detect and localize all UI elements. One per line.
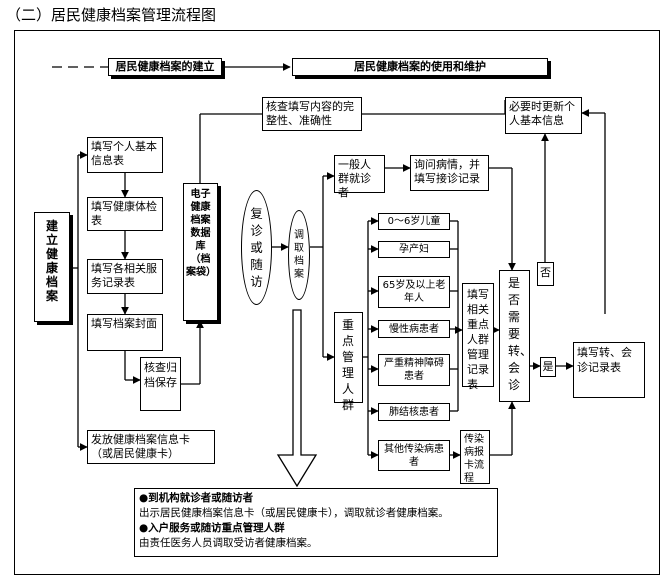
- update-info-box: 必要时更新个人基本信息: [505, 97, 582, 134]
- inquire-record-box: 询问病情，并填写接诊记录: [410, 155, 489, 191]
- diagram-frame: [14, 30, 660, 575]
- issue-card-box: 发放健康档案信息卡（或居民健康卡）: [87, 430, 215, 464]
- fill-service-record-box: 填写各相关服务记录表: [87, 259, 163, 294]
- fill-health-exam-box: 填写健康体检表: [87, 197, 163, 231]
- no-label: 否: [537, 262, 554, 286]
- bullet-icon: ●: [139, 492, 149, 504]
- note-item-1-text: 出示居民健康档案信息卡（或居民健康卡），调取就诊者健康档案。: [139, 507, 449, 519]
- group-maternal: 孕产妇: [378, 241, 450, 258]
- bullet-icon: ●: [139, 522, 149, 534]
- need-referral-box: 是否需要转、会诊: [499, 270, 532, 402]
- check-archive-box: 核查归档保存: [140, 357, 181, 411]
- fill-referral-record-box: 填写转、会诊记录表: [573, 342, 645, 398]
- group-other-infectious: 其他传染病患者: [378, 440, 450, 471]
- yes-label: 是: [540, 357, 556, 377]
- retrieve-oval: 调取档案: [288, 210, 310, 300]
- revisit-oval: 复诊或随访: [241, 190, 272, 305]
- general-patient-box: 一般人群就诊者: [334, 155, 385, 199]
- note-item-2-text: 由责任医务人员调取受访者健康档案。: [139, 537, 318, 549]
- key-management-box: 重点管理人群: [334, 312, 363, 412]
- group-elderly: 65岁及以上老年人: [378, 276, 450, 308]
- note-item-2: ●入户服务或随访重点管理人群: [139, 522, 285, 534]
- fill-basic-info-box: 填写个人基本信息表: [87, 137, 163, 173]
- infectious-report-box: 传染病报卡流程: [460, 430, 490, 484]
- notes-box: ●到机构就诊者或随访者 出示居民健康档案信息卡（或居民健康卡），调取就诊者健康档…: [134, 488, 498, 557]
- header-use-maintain: 居民健康档案的使用和维护: [292, 58, 548, 76]
- note-item-1: ●到机构就诊者或随访者: [139, 492, 254, 504]
- fill-archive-cover-box: 填写档案封面: [87, 314, 163, 351]
- check-content-box: 核查填写内容的完整性、准确性: [262, 97, 362, 131]
- group-chronic: 慢性病患者: [378, 320, 450, 338]
- group-tuberculosis: 肺结核患者: [378, 403, 450, 421]
- group-children: 0～6岁儿童: [378, 213, 450, 230]
- establish-archive-box: 建立健康档案: [34, 212, 70, 322]
- group-mental: 严重精神障碍患者: [378, 354, 450, 386]
- header-establish: 居民健康档案的建立: [108, 58, 222, 76]
- fill-key-record-box: 填写相关重点人群管理记录表: [462, 283, 494, 391]
- page-title: （二）居民健康档案管理流程图: [6, 6, 217, 24]
- electronic-archive-database: 电子健康档案数据库（档案袋）: [183, 183, 218, 321]
